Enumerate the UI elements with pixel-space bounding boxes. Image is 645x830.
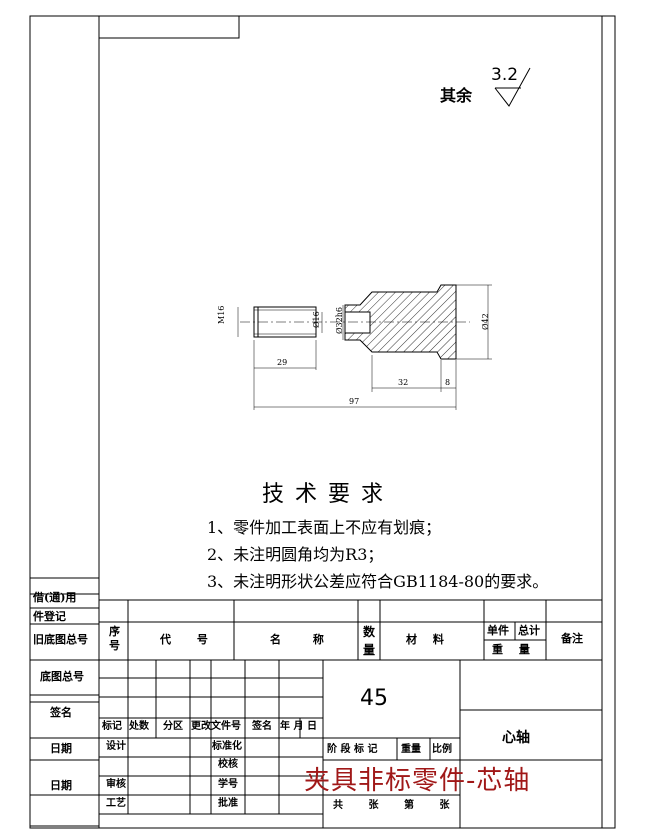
header-seq: 序 号 [109, 625, 120, 652]
label-check: 校核 [218, 759, 238, 770]
side-label-3: 旧底图总号 [33, 633, 88, 646]
dim-len-shaft: 32 [398, 378, 409, 387]
roughness-symbol [494, 67, 531, 107]
dim-thread: M16 [217, 305, 226, 324]
label-process: 工艺 [106, 798, 126, 809]
dim-len-thread: 29 [277, 358, 288, 367]
header-total: 总计 [518, 624, 540, 637]
header-name: 名 称 [270, 633, 324, 646]
header-code: 代 号 [160, 633, 208, 646]
side-label-5: 签名 [50, 706, 72, 719]
material-value: 45 [360, 686, 388, 711]
rev-label-date: 年 月 日 [280, 721, 317, 732]
header-material: 材 料 [406, 633, 444, 646]
header-remark: 备注 [561, 632, 583, 645]
requirement-1: 1、零件加工表面上不应有划痕； [207, 518, 442, 537]
rev-label-zone: 分区 [163, 721, 183, 732]
side-label-2: 件登记 [33, 610, 66, 623]
label-weight: 重量 [401, 744, 421, 755]
dim-shaft: Ø32h6 [335, 307, 344, 334]
header-weight: 重 量 [492, 643, 530, 656]
part-drawing [237, 284, 492, 410]
watermark-text: 夹具非标零件-芯轴 [304, 766, 531, 796]
dim-len-total: 97 [349, 397, 360, 406]
label-scale: 比例 [432, 744, 452, 755]
rev-label-mark: 标记 [102, 721, 122, 732]
label-stage: 阶 段 标 记 [327, 744, 378, 755]
side-label-1: 借(通)用 [33, 591, 77, 604]
label-student-no: 学号 [218, 779, 238, 790]
label-verify: 审核 [106, 779, 126, 790]
dim-len-flange: 8 [445, 378, 451, 387]
side-label-4: 底图总号 [40, 670, 84, 683]
requirement-2: 2、未注明圆角均为R3； [207, 545, 384, 564]
label-sheets: 共 张 第 张 [333, 800, 450, 811]
side-label-6: 日期 [50, 742, 72, 755]
header-unit: 单件 [487, 624, 509, 637]
label-design: 设计 [106, 741, 126, 752]
roughness-value: 3.2 [491, 65, 519, 85]
requirement-3: 3、未注明形状公差应符合GB1184-80的要求。 [207, 572, 549, 591]
side-label-7: 日期 [50, 779, 72, 792]
rev-label-doc: 更改文件号 [191, 721, 241, 732]
label-standardize: 标准化 [212, 741, 242, 752]
requirements-title: 技 术 要 求 [262, 482, 385, 507]
dim-flange: Ø42 [481, 313, 490, 330]
header-qty: 数 量 [363, 625, 376, 657]
part-name: 心轴 [502, 730, 530, 746]
rev-label-sign: 签名 [252, 721, 272, 732]
rev-label-count: 处数 [129, 721, 149, 732]
label-approve: 批准 [218, 798, 238, 809]
roughness-label: 其余 [440, 86, 473, 105]
dim-bore: Ø16 [312, 311, 321, 328]
